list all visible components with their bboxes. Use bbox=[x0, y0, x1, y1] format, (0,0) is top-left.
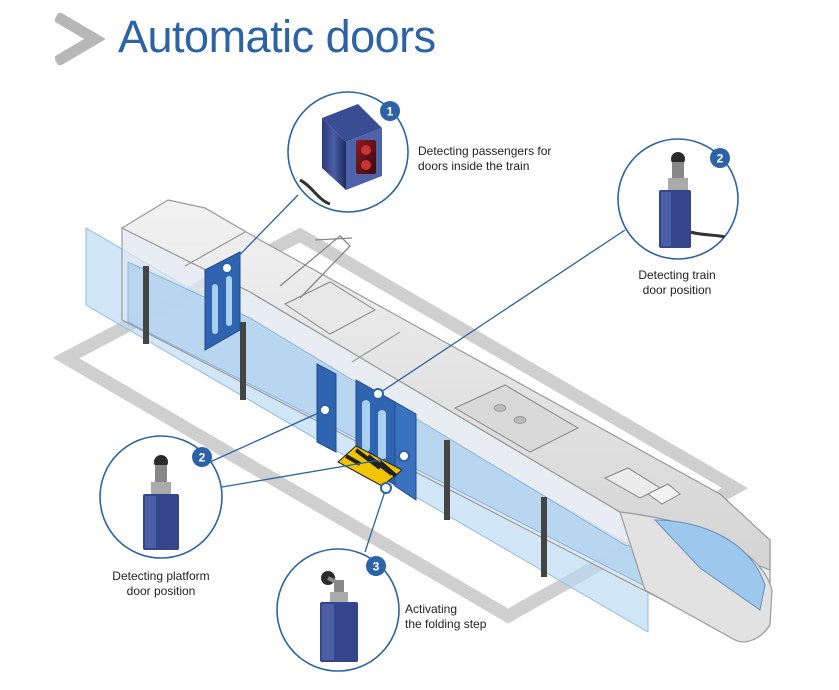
anchor-dots bbox=[221, 262, 410, 494]
chevron-right-icon bbox=[55, 13, 105, 65]
caption-3-line2: the folding step bbox=[405, 616, 487, 631]
callout-circle-2-platform: 2 bbox=[99, 435, 223, 559]
caption-1-line2: doors inside the train bbox=[418, 158, 530, 173]
platform-posts bbox=[143, 266, 547, 577]
callout-circle-1: 1 bbox=[287, 91, 409, 213]
caption-2-platform-line2: door position bbox=[126, 583, 196, 598]
caption-1: Detecting passengers for doors inside th… bbox=[418, 144, 551, 173]
folding-step bbox=[337, 445, 403, 487]
caption-2-platform-line1: Detecting platform bbox=[112, 569, 210, 583]
caption-1-line1: Detecting passengers for bbox=[418, 144, 552, 158]
caption-2-train-line1: Detecting train bbox=[638, 268, 716, 282]
caption-3: Activating the folding step bbox=[405, 602, 486, 631]
callout-circle-2-train: 2 bbox=[617, 138, 739, 260]
limit-switch-icon bbox=[320, 571, 358, 662]
caption-2-train: Detecting train door position bbox=[618, 268, 736, 297]
callout-number-3: 3 bbox=[373, 560, 380, 574]
page-title: Automatic doors bbox=[118, 11, 436, 62]
callout-circle-3: 3 bbox=[276, 548, 400, 672]
caption-2-train-line2: door position bbox=[642, 282, 712, 297]
limit-switch-icon bbox=[143, 455, 179, 550]
caption-2-platform: Detecting platform door position bbox=[98, 569, 224, 598]
callout-number-2-train: 2 bbox=[717, 152, 724, 166]
photoelectric-sensor-icon bbox=[299, 104, 382, 206]
callout-number-1: 1 bbox=[387, 105, 394, 119]
callout-number-2-platform: 2 bbox=[199, 451, 206, 465]
limit-switch-icon bbox=[659, 152, 731, 248]
caption-3-line1: Activating bbox=[405, 602, 458, 616]
leader-lines bbox=[209, 194, 626, 553]
